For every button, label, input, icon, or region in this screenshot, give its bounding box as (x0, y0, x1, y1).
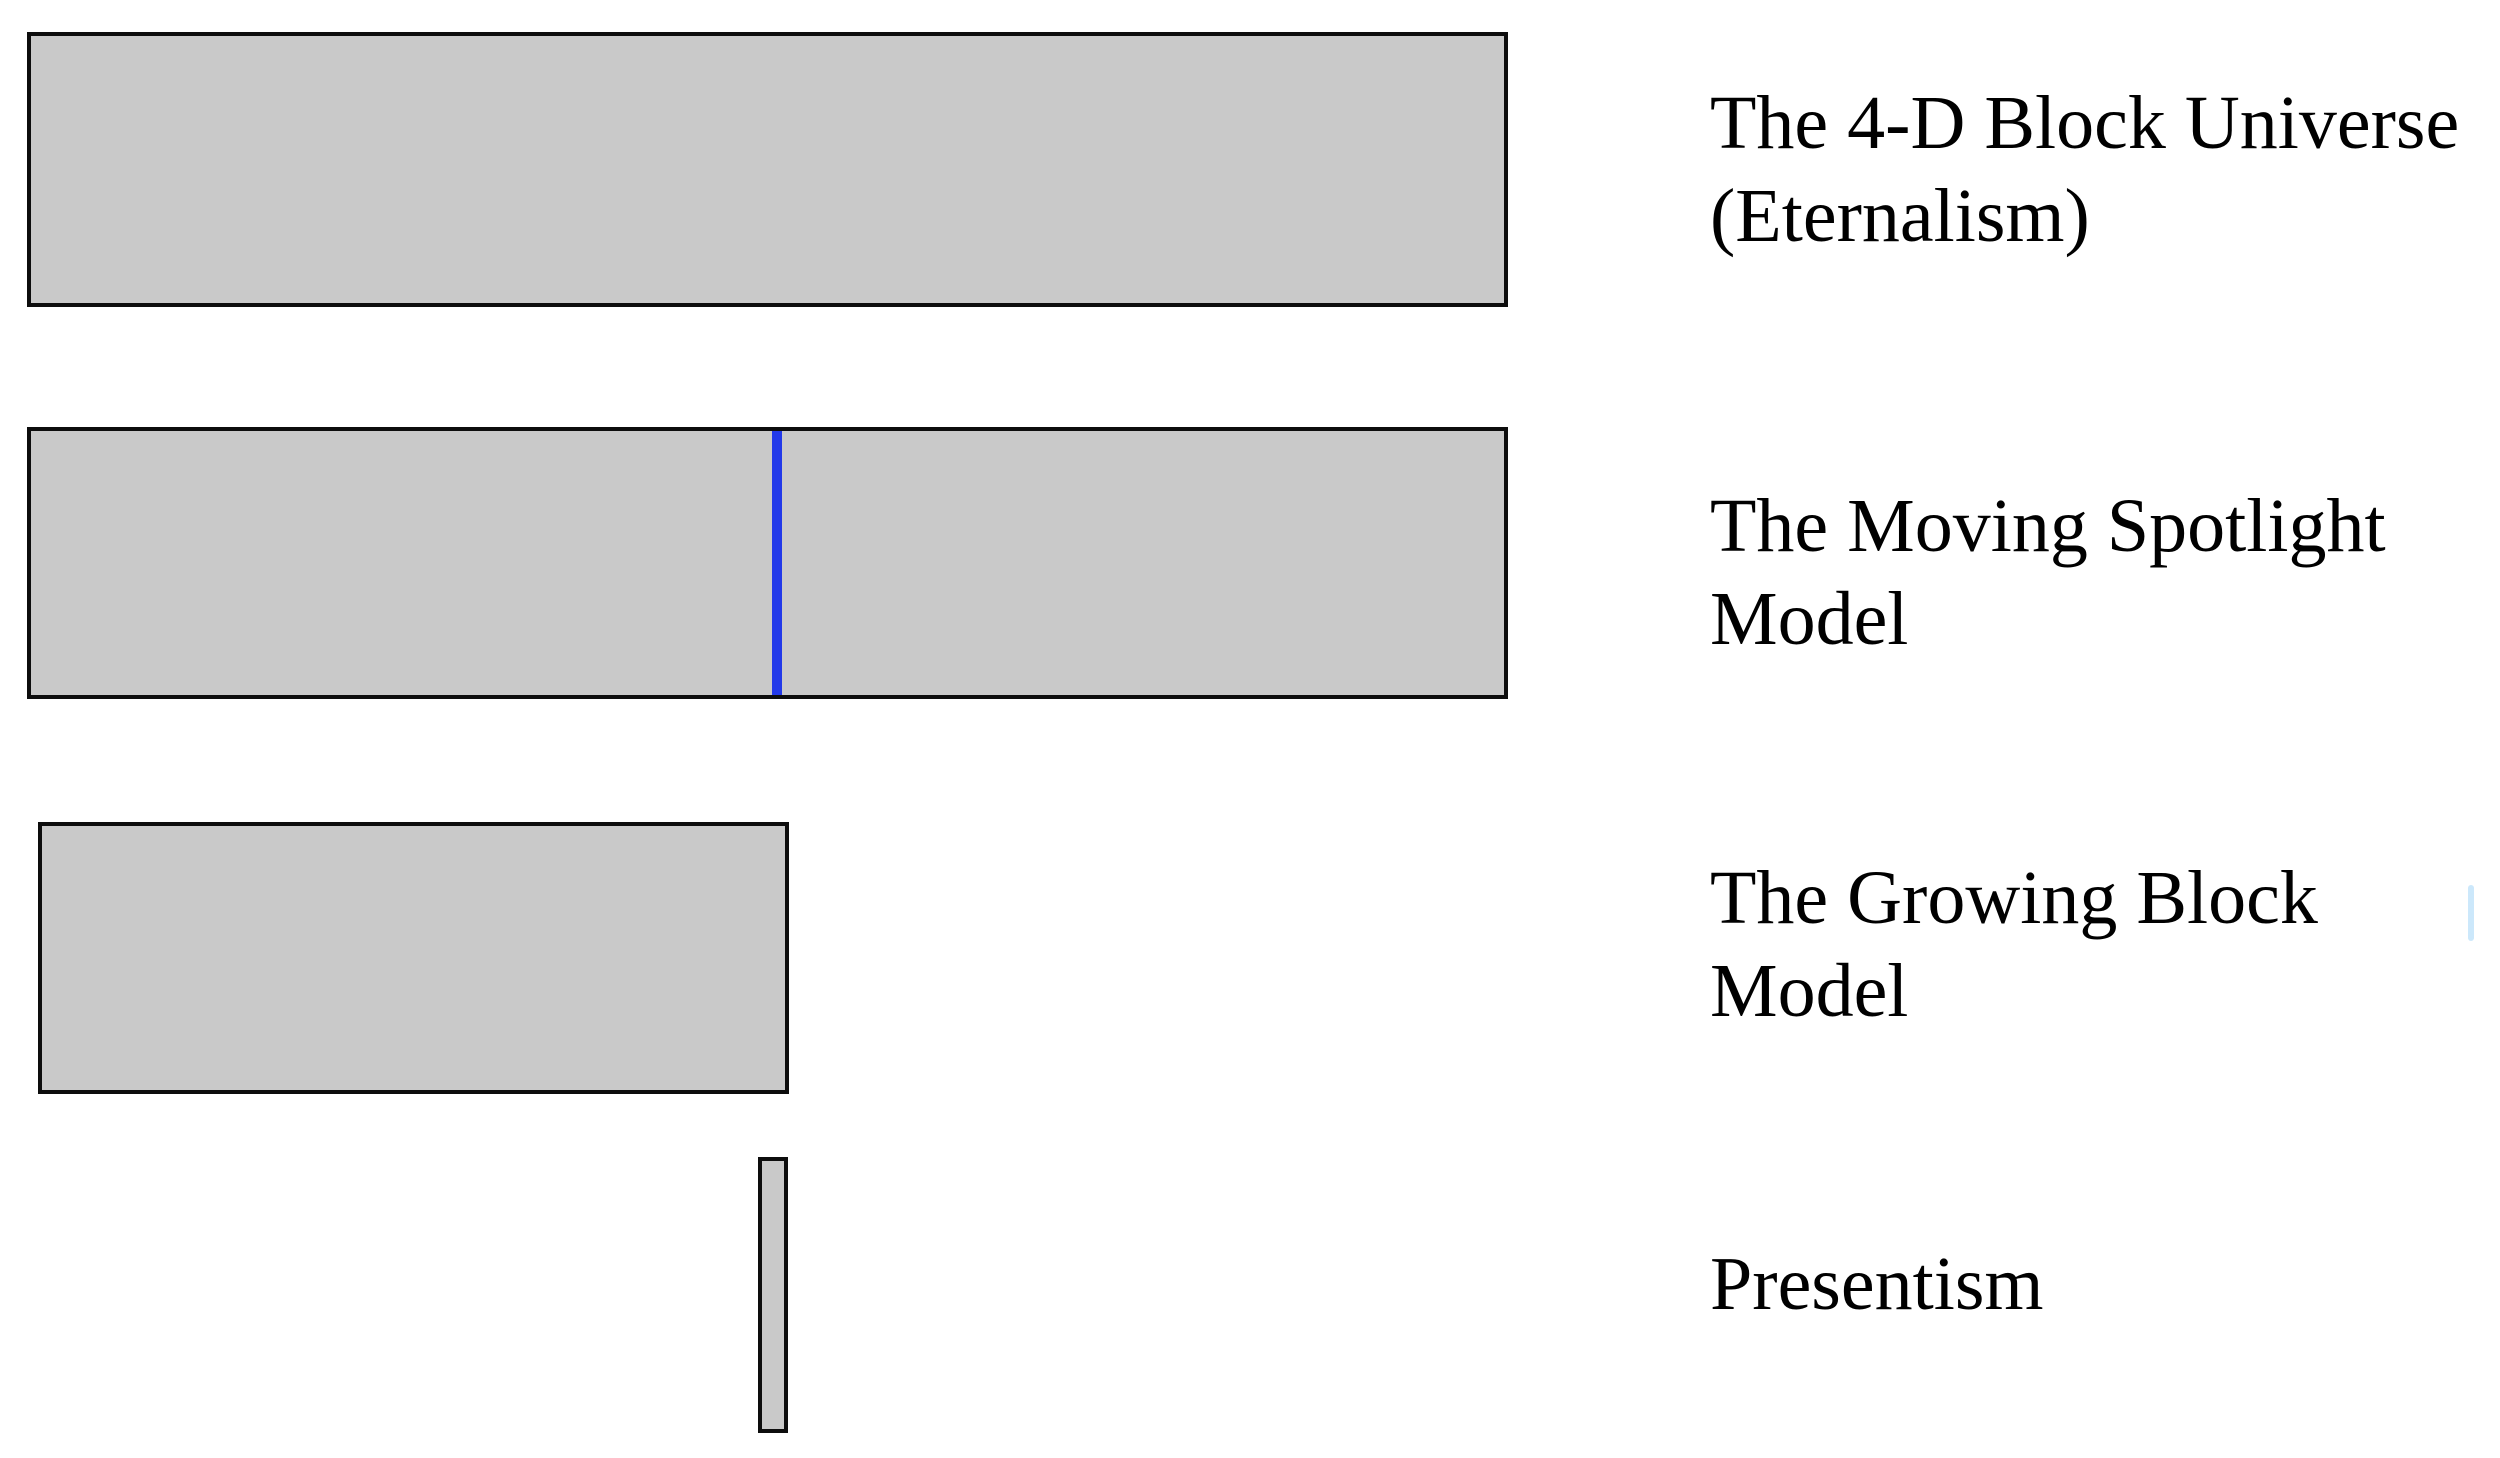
label-growing-block-line2: Model (1710, 949, 1909, 1033)
label-growing-block: The Growing Block Model (1710, 852, 2500, 1038)
now-marker-line (772, 431, 782, 695)
bar-moving-spotlight (27, 427, 1508, 699)
label-growing-block-line1: The Growing Block (1710, 856, 2318, 940)
bar-presentism-sliver (758, 1157, 788, 1433)
bar-eternalism (27, 32, 1508, 307)
bar-growing-block (38, 822, 789, 1094)
label-eternalism: The 4-D Block Universe (Eternalism) (1710, 77, 2500, 263)
label-presentism-line1: Presentism (1710, 1242, 2044, 1326)
label-moving-spotlight: The Moving Spotlight Model (1710, 480, 2500, 666)
right-edge-artifact (2468, 885, 2474, 941)
label-moving-spotlight-line2: Model (1710, 577, 1909, 661)
label-presentism: Presentism (1710, 1238, 2500, 1331)
label-moving-spotlight-line1: The Moving Spotlight (1710, 484, 2386, 568)
label-eternalism-line2: (Eternalism) (1710, 174, 2090, 258)
label-eternalism-line1: The 4-D Block Universe (1710, 81, 2460, 165)
